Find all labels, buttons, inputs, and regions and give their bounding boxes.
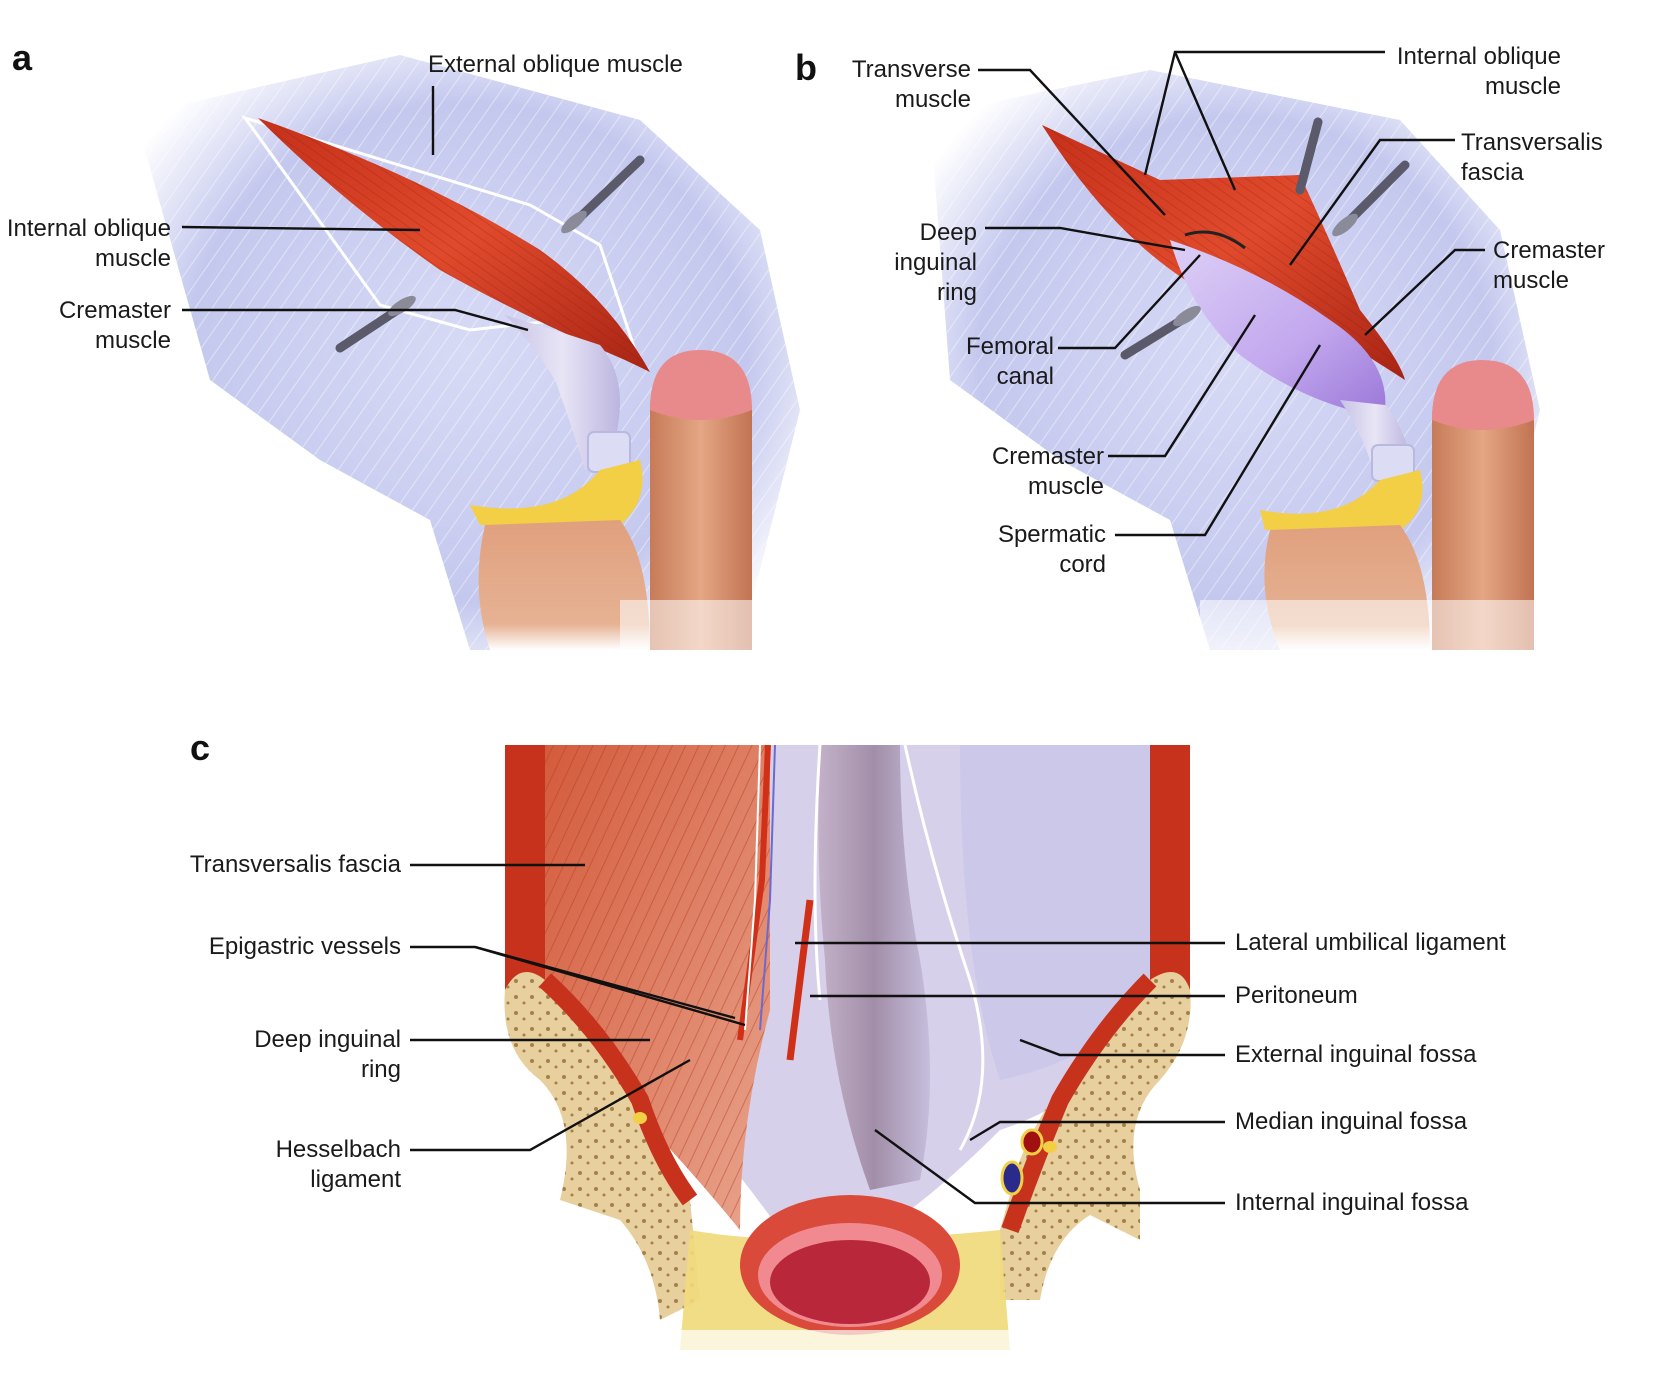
- panel-b-retractor-top-right: [1332, 160, 1410, 237]
- label-b-deep-inguinal-ring: Deep inguinal ring: [894, 219, 977, 306]
- panel-b-retractor-top-left: [1295, 117, 1323, 195]
- panel-a-skin: [478, 520, 650, 650]
- panel-c-letter: c: [190, 727, 211, 768]
- label-c-external-fossa: External inguinal fossa: [1235, 1041, 1477, 1068]
- label-b-cremaster-bottom: Cremaster muscle: [991, 443, 1104, 500]
- leader-lines: [181, 50, 1485, 1205]
- label-c-transversalis-fascia: Transversalis fascia: [189, 851, 401, 878]
- panel-b-penis: [1432, 362, 1534, 650]
- label-b-transverse: Transverse muscle: [851, 56, 971, 113]
- panel-c-peritoneum: [818, 745, 930, 1190]
- label-c-internal-fossa: Internal inguinal fossa: [1235, 1189, 1469, 1216]
- panel-a-cord: [505, 315, 620, 470]
- label-a-external-oblique: External oblique muscle: [428, 51, 683, 78]
- label-c-deep-inguinal-ring: Deep inguinal ring: [254, 1026, 401, 1083]
- panel-a-letter: a: [12, 37, 33, 78]
- panel-c-bladder-opening: [740, 1195, 960, 1335]
- label-c-hesselbach: Hesselbach ligament: [275, 1136, 401, 1193]
- label-b-transversalis-fascia: Transversalis fascia: [1461, 129, 1603, 186]
- panel-c-vessel-red: [1020, 1128, 1044, 1156]
- panel-c-lateral-umbilical: [786, 899, 814, 1061]
- panel-a-illustration: [135, 55, 800, 650]
- panel-b-retractor-left: [1120, 305, 1201, 360]
- label-a-cremaster: Cremaster muscle: [58, 297, 171, 354]
- label-c-epigastric-vessels: Epigastric vessels: [208, 933, 401, 960]
- panel-c-illustration: [500, 735, 1200, 1360]
- label-c-lateral-umbilical: Lateral umbilical ligament: [1235, 929, 1506, 956]
- panel-b-letter: b: [795, 47, 817, 88]
- panel-b-transversalis-fascia: [1170, 240, 1386, 415]
- label-b-internal-oblique: Internal oblique muscle: [1396, 43, 1561, 100]
- panel-c-right-wall: [1150, 745, 1190, 990]
- panel-a-retractor-top: [561, 155, 645, 234]
- panel-b-illustration: [930, 70, 1560, 650]
- label-a-internal-oblique: Internal oblique muscle: [6, 215, 171, 272]
- label-b-femoral-canal: Femoral canal: [965, 333, 1054, 390]
- panel-a-fat: [470, 460, 643, 525]
- label-c-median-fossa: Median inguinal fossa: [1235, 1108, 1468, 1135]
- panel-a-penis: [650, 352, 752, 650]
- label-b-spermatic-cord: Spermatic cord: [997, 521, 1106, 578]
- label-b-cremaster-right: Cremaster muscle: [1493, 237, 1606, 294]
- panel-c-vessel-blue: [1000, 1160, 1024, 1196]
- label-c-peritoneum: Peritoneum: [1235, 982, 1358, 1009]
- panel-c-left-wall: [505, 745, 545, 990]
